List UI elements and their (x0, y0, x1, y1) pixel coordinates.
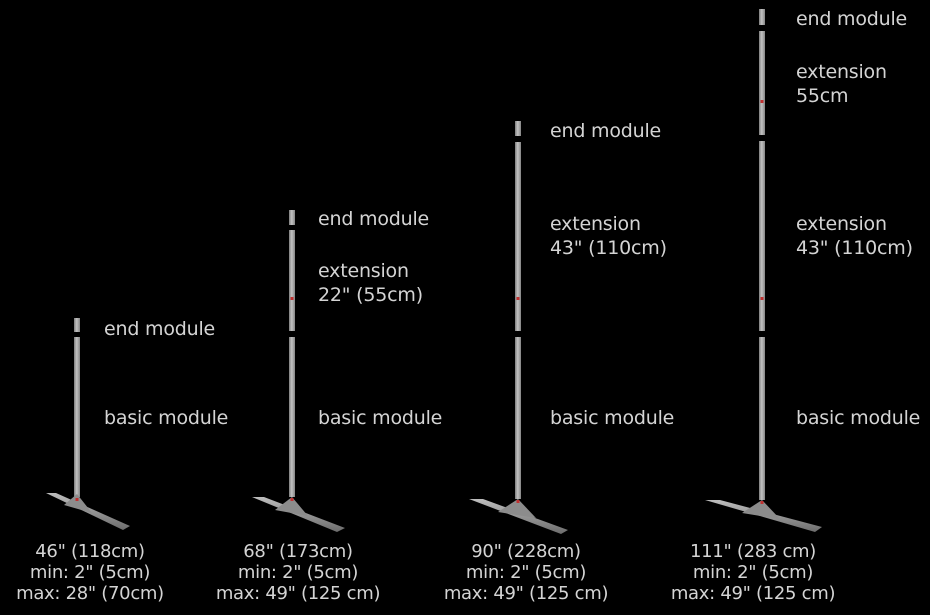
stand-4-extension-size: 43" (110cm) (796, 237, 913, 259)
extension-module-4b (759, 141, 765, 331)
base-brace-4 (742, 500, 780, 519)
marker-1 (75, 498, 79, 501)
basic-module-4 (759, 337, 765, 500)
stand-2-extension-size: 22" (55cm) (318, 284, 423, 306)
base-2 (252, 497, 345, 532)
stand-4 (705, 9, 822, 532)
stand-4-max: max: 49" (125 cm) (670, 583, 836, 604)
end-module-4 (759, 9, 765, 25)
stand-3-extension-size: 43" (110cm) (550, 237, 667, 259)
stand-1-caption: 46" (118cm) min: 2" (5cm) max: 28" (70cm… (0, 541, 205, 604)
base-brace-1 (64, 494, 92, 513)
stand-4-min: min: 2" (5cm) (692, 562, 814, 583)
stand-3-max: max: 49" (125 cm) (443, 583, 609, 604)
stand-3-extension-label: extension (550, 213, 641, 235)
marker-3b (516, 500, 520, 503)
stand-4-height: 111" (283 cm) (689, 541, 816, 562)
marker-3a (516, 297, 520, 300)
stand-1-end-module-label: end module (104, 318, 216, 340)
stand-3-caption: 90" (228cm) min: 2" (5cm) max: 49" (125 … (411, 541, 641, 604)
stand-2-max: max: 49" (125 cm) (215, 583, 381, 604)
stand-2-min: min: 2" (5cm) (237, 562, 359, 583)
stand-4-end-module-label: end module (796, 8, 908, 30)
stand-4-basic-module-label: basic module (796, 407, 921, 429)
stand-2-extension-label: extension (318, 260, 409, 282)
base-brace-2 (275, 497, 308, 516)
base-brace-3 (498, 499, 536, 518)
basic-module-2 (289, 337, 295, 497)
stand-1 (46, 318, 130, 530)
stand-2-end-module-label: end module (318, 208, 430, 230)
stand-4-extension-top-label: extension (796, 61, 887, 83)
marker-2a (290, 297, 294, 300)
end-module-2 (289, 210, 295, 225)
marker-4a (760, 100, 764, 103)
stand-3-min: min: 2" (5cm) (465, 562, 587, 583)
stand-3 (469, 121, 568, 534)
stand-2 (252, 210, 345, 532)
stand-1-min: min: 2" (5cm) (29, 562, 151, 583)
stand-3-end-module-label: end module (550, 120, 662, 142)
extension-module-4a (759, 31, 765, 135)
basic-module-1 (74, 337, 80, 497)
stand-1-height: 46" (118cm) (35, 541, 145, 562)
basic-module-3 (515, 337, 521, 499)
marker-2b (290, 498, 294, 501)
stand-1-basic-module-label: basic module (104, 407, 229, 429)
end-module-1 (74, 318, 80, 332)
stand-3-basic-module-label: basic module (550, 407, 675, 429)
stand-4-caption: 111" (283 cm) min: 2" (5cm) max: 49" (12… (638, 541, 868, 604)
end-module-3 (515, 121, 521, 136)
base-3 (469, 499, 568, 534)
stand-4-extension-top-size: 55cm (796, 85, 849, 107)
extension-module-2 (289, 230, 295, 331)
stand-1-max: max: 28" (70cm) (16, 583, 164, 604)
marker-4b (760, 297, 764, 300)
stand-2-caption: 68" (173cm) min: 2" (5cm) max: 49" (125 … (183, 541, 413, 604)
stand-4-extension-label: extension (796, 213, 887, 235)
stand-2-basic-module-label: basic module (318, 407, 443, 429)
marker-4c (760, 501, 764, 504)
stand-2-height: 68" (173cm) (243, 541, 353, 562)
stand-3-height: 90" (228cm) (471, 541, 581, 562)
extension-module-3 (515, 142, 521, 331)
